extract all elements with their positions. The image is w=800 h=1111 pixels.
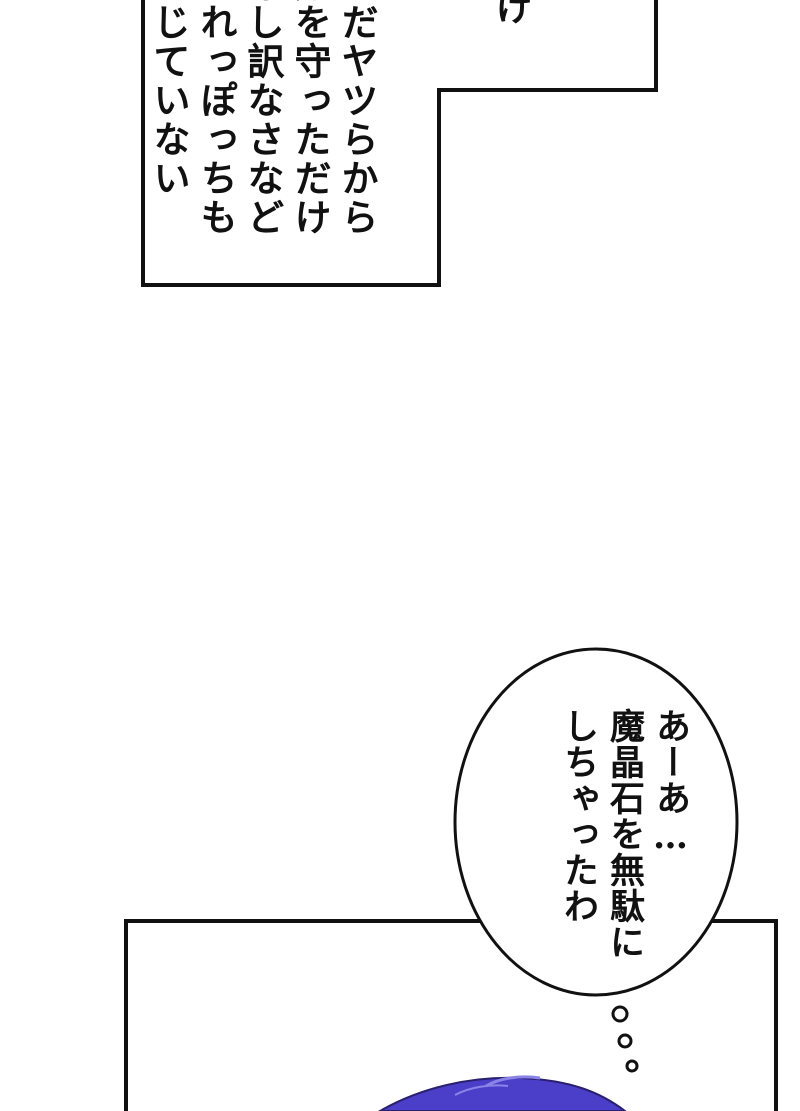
- thought-bubble: [453, 647, 739, 997]
- narration-line: 申し訳なさなど: [241, 0, 285, 237]
- bubble-text: あーあ… 魔晶石を無駄に しちゃったわ: [555, 708, 693, 960]
- narration-panel-border: [141, 0, 658, 287]
- narration-text: ただヤツらから 身を守っただけ 申し訳なさなど これっぽっちも 感じていない: [145, 0, 380, 237]
- character-hair: [377, 1075, 627, 1111]
- narration-line: これっぽっちも: [194, 0, 238, 237]
- bubble-line: あーあ…: [650, 708, 691, 858]
- thought-dot: [611, 1005, 629, 1023]
- thought-dot: [625, 1059, 639, 1073]
- bubble-line: しちゃったわ: [558, 708, 599, 924]
- narration-line: ただヤツらから: [335, 0, 379, 237]
- thought-dot: [617, 1033, 633, 1049]
- narration-cut-line: け: [489, 0, 533, 25]
- bubble-line: 魔晶石を無駄に: [604, 708, 645, 960]
- narration-line: 身を守っただけ: [288, 0, 332, 237]
- narration-cut-text: け: [487, 0, 534, 25]
- narration-line: 感じていない: [147, 0, 191, 198]
